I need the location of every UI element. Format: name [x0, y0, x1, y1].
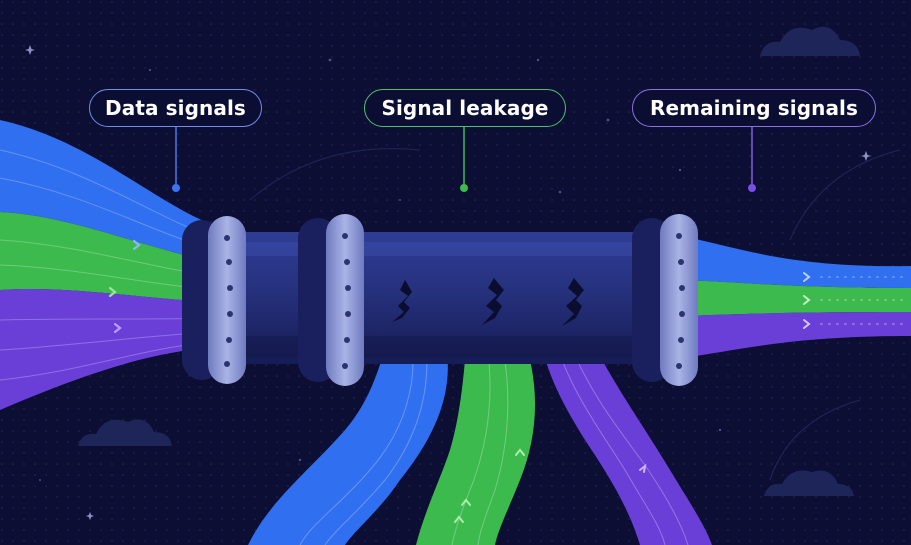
- callout-connector-remaining: [748, 127, 756, 192]
- pipe-flange: [182, 216, 246, 384]
- pipe-highlight: [215, 242, 685, 256]
- chevron-arrow-icon: [108, 286, 117, 298]
- chevron-arrow-icon: [454, 448, 525, 523]
- faint-arc: [249, 147, 421, 201]
- chevron-arrow-icon: [803, 272, 811, 282]
- label-data-signals: Data signals: [89, 89, 262, 127]
- stream-blue-right: [682, 236, 911, 288]
- cloud-icon: [78, 419, 172, 446]
- stream-purple-right: [682, 312, 911, 358]
- stream-green-left: [0, 212, 215, 302]
- sparkle-icon: [25, 45, 871, 520]
- faint-arc: [789, 149, 901, 241]
- chevron-arrow-icon: [113, 322, 122, 334]
- chevron-arrow-icon: [803, 319, 811, 329]
- chevron-arrow-icon: [803, 295, 811, 305]
- leak-stream-green: [416, 319, 535, 545]
- stream-blue-left: [0, 120, 215, 262]
- stream-purple-left: [0, 288, 215, 410]
- label-remaining-signals: Remaining signals: [632, 89, 876, 127]
- crack-icon: [392, 280, 412, 322]
- chevron-arrow-icon: [639, 463, 647, 473]
- leak-stream-purple: [538, 320, 712, 545]
- callout-connector-leak: [460, 127, 468, 192]
- label-signal-leakage: Signal leakage: [364, 89, 566, 127]
- faint-arc: [769, 399, 861, 481]
- star-dots: [39, 58, 722, 481]
- pipe-shadow: [215, 336, 685, 358]
- callout-connector-data: [172, 127, 180, 192]
- pipe-flange: [632, 214, 698, 386]
- pipe-flange: [298, 214, 364, 386]
- crack-icon: [482, 278, 504, 325]
- stream-green-right: [682, 280, 911, 316]
- cloud-icon: [764, 470, 854, 496]
- crack-icon: [562, 278, 584, 326]
- leak-stream-blue: [248, 312, 448, 545]
- chevron-arrow-icon: [132, 239, 141, 251]
- cloud-icon: [760, 26, 860, 56]
